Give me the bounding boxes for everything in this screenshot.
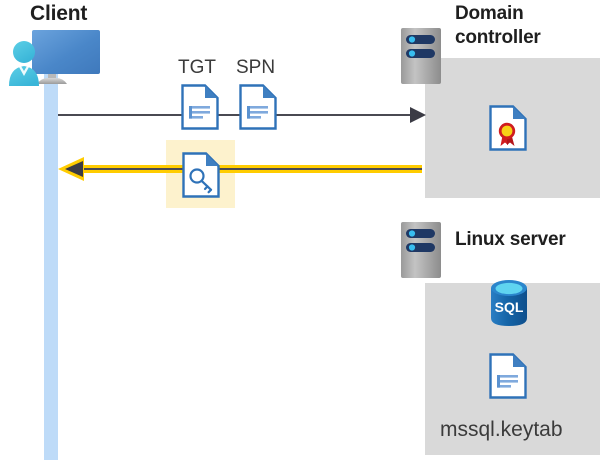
dc-title-line1: Domain	[455, 3, 524, 24]
linux-server-title: Linux server	[455, 229, 566, 250]
request-arrow	[58, 104, 426, 126]
client-title: Client	[30, 2, 88, 25]
sql-label: SQL	[495, 299, 524, 315]
server-rack-icon	[401, 28, 441, 84]
keytab-filename-label: mssql.keytab	[440, 418, 563, 441]
certificate-document-icon	[489, 105, 527, 151]
key-document-icon	[182, 152, 220, 198]
keytab-document-icon	[489, 353, 527, 399]
document-icon	[181, 84, 219, 130]
server-rack-icon	[401, 222, 441, 278]
tgt-label: TGT	[178, 57, 216, 78]
spn-label: SPN	[236, 57, 276, 78]
document-icon	[239, 84, 277, 130]
dc-title-line2: controller	[455, 27, 541, 48]
domain-controller-title: Domain controller	[455, 2, 595, 50]
sql-database-icon: SQL	[487, 278, 531, 328]
client-lifeline	[44, 68, 58, 460]
user-monitor-icon	[6, 26, 102, 92]
response-arrow	[56, 156, 422, 184]
